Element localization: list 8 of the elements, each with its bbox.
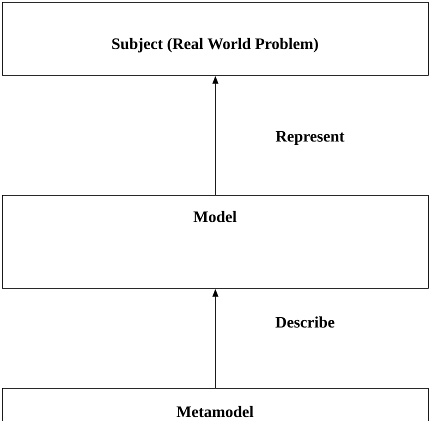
box-label: Model xyxy=(194,210,236,222)
edge-label: Describe xyxy=(274,315,336,329)
edge-label: Represent xyxy=(274,130,346,146)
process-box xyxy=(2,388,429,421)
process-box xyxy=(2,2,429,76)
box-label: Subject (Real World Problem) xyxy=(112,38,318,52)
process-box xyxy=(2,195,429,289)
box-label: Metamodel xyxy=(176,406,254,418)
